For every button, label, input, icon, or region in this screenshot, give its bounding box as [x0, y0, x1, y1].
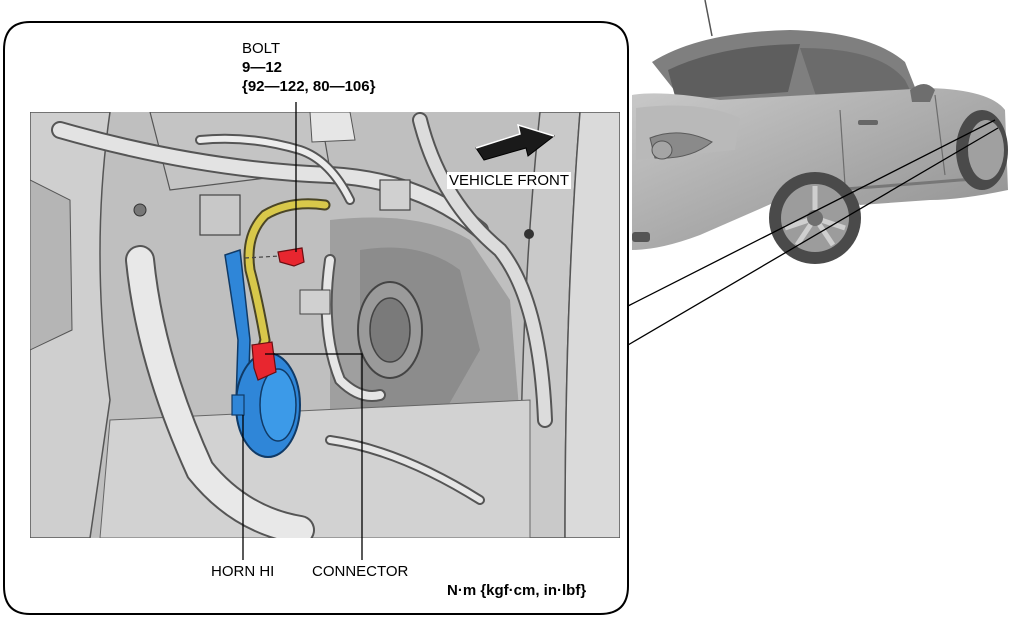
connector-part [251, 341, 277, 381]
connector-label: CONNECTOR [312, 563, 409, 580]
zoom-guide-lines [627, 119, 999, 346]
horn-hi-part [231, 352, 301, 458]
detail-frame [3, 21, 629, 615]
bolt-torque-nm: 9—12 [242, 59, 283, 76]
vehicle-overview-illustration [632, 0, 1008, 264]
bolt-part [277, 247, 305, 267]
horn-hi-label: HORN HI [211, 563, 275, 580]
vehicle-front-label: VEHICLE FRONT [447, 172, 572, 189]
bolt-torque-other: {92—122, 80—106} [242, 78, 376, 95]
leader-lines [242, 102, 363, 560]
vehicle-front-arrow [475, 123, 556, 161]
torque-units-label: N·m {kgf·cm, in·lbf} [447, 582, 587, 599]
engine-bay-scene [30, 112, 620, 538]
bolt-label: BOLT [242, 40, 281, 57]
